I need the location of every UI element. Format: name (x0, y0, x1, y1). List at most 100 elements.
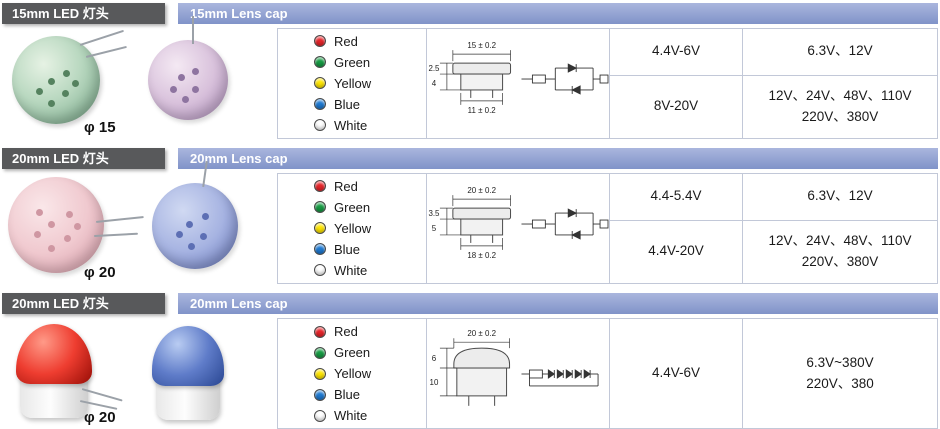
dim-upper-height-label: 2.5 (428, 65, 440, 74)
color-dot-green (314, 56, 326, 69)
color-label: Green (334, 199, 371, 215)
color-label: Green (334, 54, 371, 70)
lead-pin (93, 232, 138, 237)
color-label: Yellow (334, 75, 372, 91)
color-dot-red (314, 325, 326, 338)
product-section-20mm-flat: 20mm LED 灯头 20mm Lens cap φ 20 Red (2, 148, 938, 284)
color-item: Blue (314, 95, 360, 114)
led-head-photo (8, 177, 144, 273)
spec-table: Red Green Yellow Blue White (277, 28, 938, 139)
voltage-values-cell: 6.3V~380V 220V、380 (742, 319, 937, 428)
dim-upper-height-label: 3.5 (428, 210, 440, 219)
color-dot-yellow (314, 222, 326, 235)
spec-table: Red Green Yellow Blue White (277, 173, 938, 284)
product-photos: φ 15 (2, 16, 277, 139)
color-dot-white (314, 409, 326, 422)
product-section-20mm-dome: 20mm LED 灯头 20mm Lens cap φ 20 (2, 293, 938, 429)
color-dot-red (314, 35, 326, 48)
color-legend: Red Green Yellow Blue White (278, 174, 426, 283)
led-head-title-badge: 20mm LED 灯头 (2, 293, 165, 314)
color-dot-yellow (314, 77, 326, 90)
lens-cap-photo (148, 16, 228, 120)
color-label: Yellow (334, 366, 372, 381)
color-item: Yellow (314, 364, 371, 383)
lamp-dome (16, 324, 92, 384)
dim-top-width-label: 20 ± 0.2 (467, 329, 496, 338)
voltage-values-cell: 12V、24V、48V、110V 220V、380V (742, 219, 937, 283)
voltage-values-line: 6.3V、12V (807, 43, 873, 59)
color-item: Green (314, 343, 370, 362)
lead-pin (192, 16, 194, 44)
color-dot-yellow (314, 367, 326, 380)
dimension-circuit-diagram: 15 ± 0.2 2.5 4 11 ± 0.2 (428, 42, 609, 115)
color-label: White (334, 117, 368, 133)
color-item: Green (314, 53, 370, 72)
circuit-drawing (521, 208, 609, 241)
voltage-values-line: 220V、380V (801, 253, 879, 269)
lead-pin (79, 29, 125, 46)
color-dot-blue (314, 388, 326, 401)
color-label: Red (334, 324, 358, 339)
lens-cap-photo (152, 326, 224, 420)
spec-table: Red Green Yellow Blue White (277, 318, 938, 429)
dim-lower-height-label: 5 (432, 224, 437, 233)
diagram-cell: 20 ± 0.2 6 10 (426, 319, 609, 428)
dim-lower-height-label: 4 (432, 79, 437, 88)
color-legend: Red Green Yellow Blue White (278, 319, 426, 428)
color-label: Green (334, 345, 371, 360)
voltage-range-cell: 4.4-5.4V (609, 174, 742, 220)
color-label: White (334, 262, 368, 278)
color-dot-blue (314, 243, 326, 256)
diameter-label: φ 20 (84, 409, 116, 426)
circuit-drawing (521, 63, 609, 96)
part-drawing (453, 347, 511, 406)
voltage-values-line: 12V、24V、48V、110V (768, 232, 912, 248)
color-label: Blue (334, 387, 361, 402)
product-photos: φ 20 (2, 318, 277, 429)
lens-cap-title-text: 20mm Lens cap (190, 296, 288, 311)
led-head-photo (16, 324, 123, 422)
dimension-lines (439, 195, 511, 251)
color-dot-green (314, 201, 326, 214)
led-head-photo (12, 29, 127, 124)
product-photos: φ 20 (2, 160, 277, 284)
dim-lower-height-label: 10 (430, 377, 439, 386)
lead-pin (95, 215, 144, 223)
color-dot-green (314, 346, 326, 359)
lens-cap-title-text: 15mm Lens cap (190, 6, 288, 21)
lens-cap-title-bar: 20mm Lens cap (178, 148, 938, 169)
part-drawing (452, 208, 512, 244)
led-head-title-text: 20mm LED 灯头 (12, 151, 109, 166)
color-item: Yellow (314, 219, 371, 238)
color-legend: Red Green Yellow Blue White (278, 29, 426, 138)
voltage-values-line: 12V、24V、48V、110V (768, 87, 912, 103)
color-item: Yellow (314, 74, 371, 93)
dim-top-width-label: 15 ± 0.2 (467, 42, 496, 51)
voltage-values-line: 6.3V~380V (806, 354, 874, 370)
dim-bottom-width-label: 18 ± 0.2 (467, 251, 496, 260)
dim-bottom-width-label: 11 ± 0.2 (468, 106, 497, 115)
color-item: Blue (314, 385, 360, 404)
voltage-range-cell: 4.4V-6V (609, 29, 742, 75)
led-head-title-text: 15mm LED 灯头 (12, 6, 109, 21)
led-chip-dots (48, 78, 55, 85)
color-item: White (314, 261, 367, 280)
color-item: White (314, 116, 367, 135)
led-chip-dots (178, 74, 185, 81)
circuit-drawing (521, 368, 599, 386)
dim-top-width-label: 20 ± 0.2 (467, 187, 496, 196)
color-item: Red (314, 322, 358, 341)
part-drawing (452, 63, 512, 99)
voltage-range-cell: 8V-20V (609, 74, 742, 138)
voltage-values-line: 6.3V、12V (807, 188, 873, 204)
voltage-values-line: 220V、380 (806, 375, 874, 391)
voltage-values-cell: 6.3V、12V (742, 174, 937, 220)
color-label: Red (334, 178, 358, 194)
dimension-circuit-diagram: 20 ± 0.2 6 10 (430, 329, 599, 406)
led-head-title-badge: 15mm LED 灯头 (2, 3, 165, 24)
led-head-title-badge: 20mm LED 灯头 (2, 148, 165, 169)
voltage-values-line: 220V、380V (801, 108, 879, 124)
color-item: Green (314, 198, 370, 217)
lens-cap-title-bar: 20mm Lens cap (178, 293, 938, 314)
